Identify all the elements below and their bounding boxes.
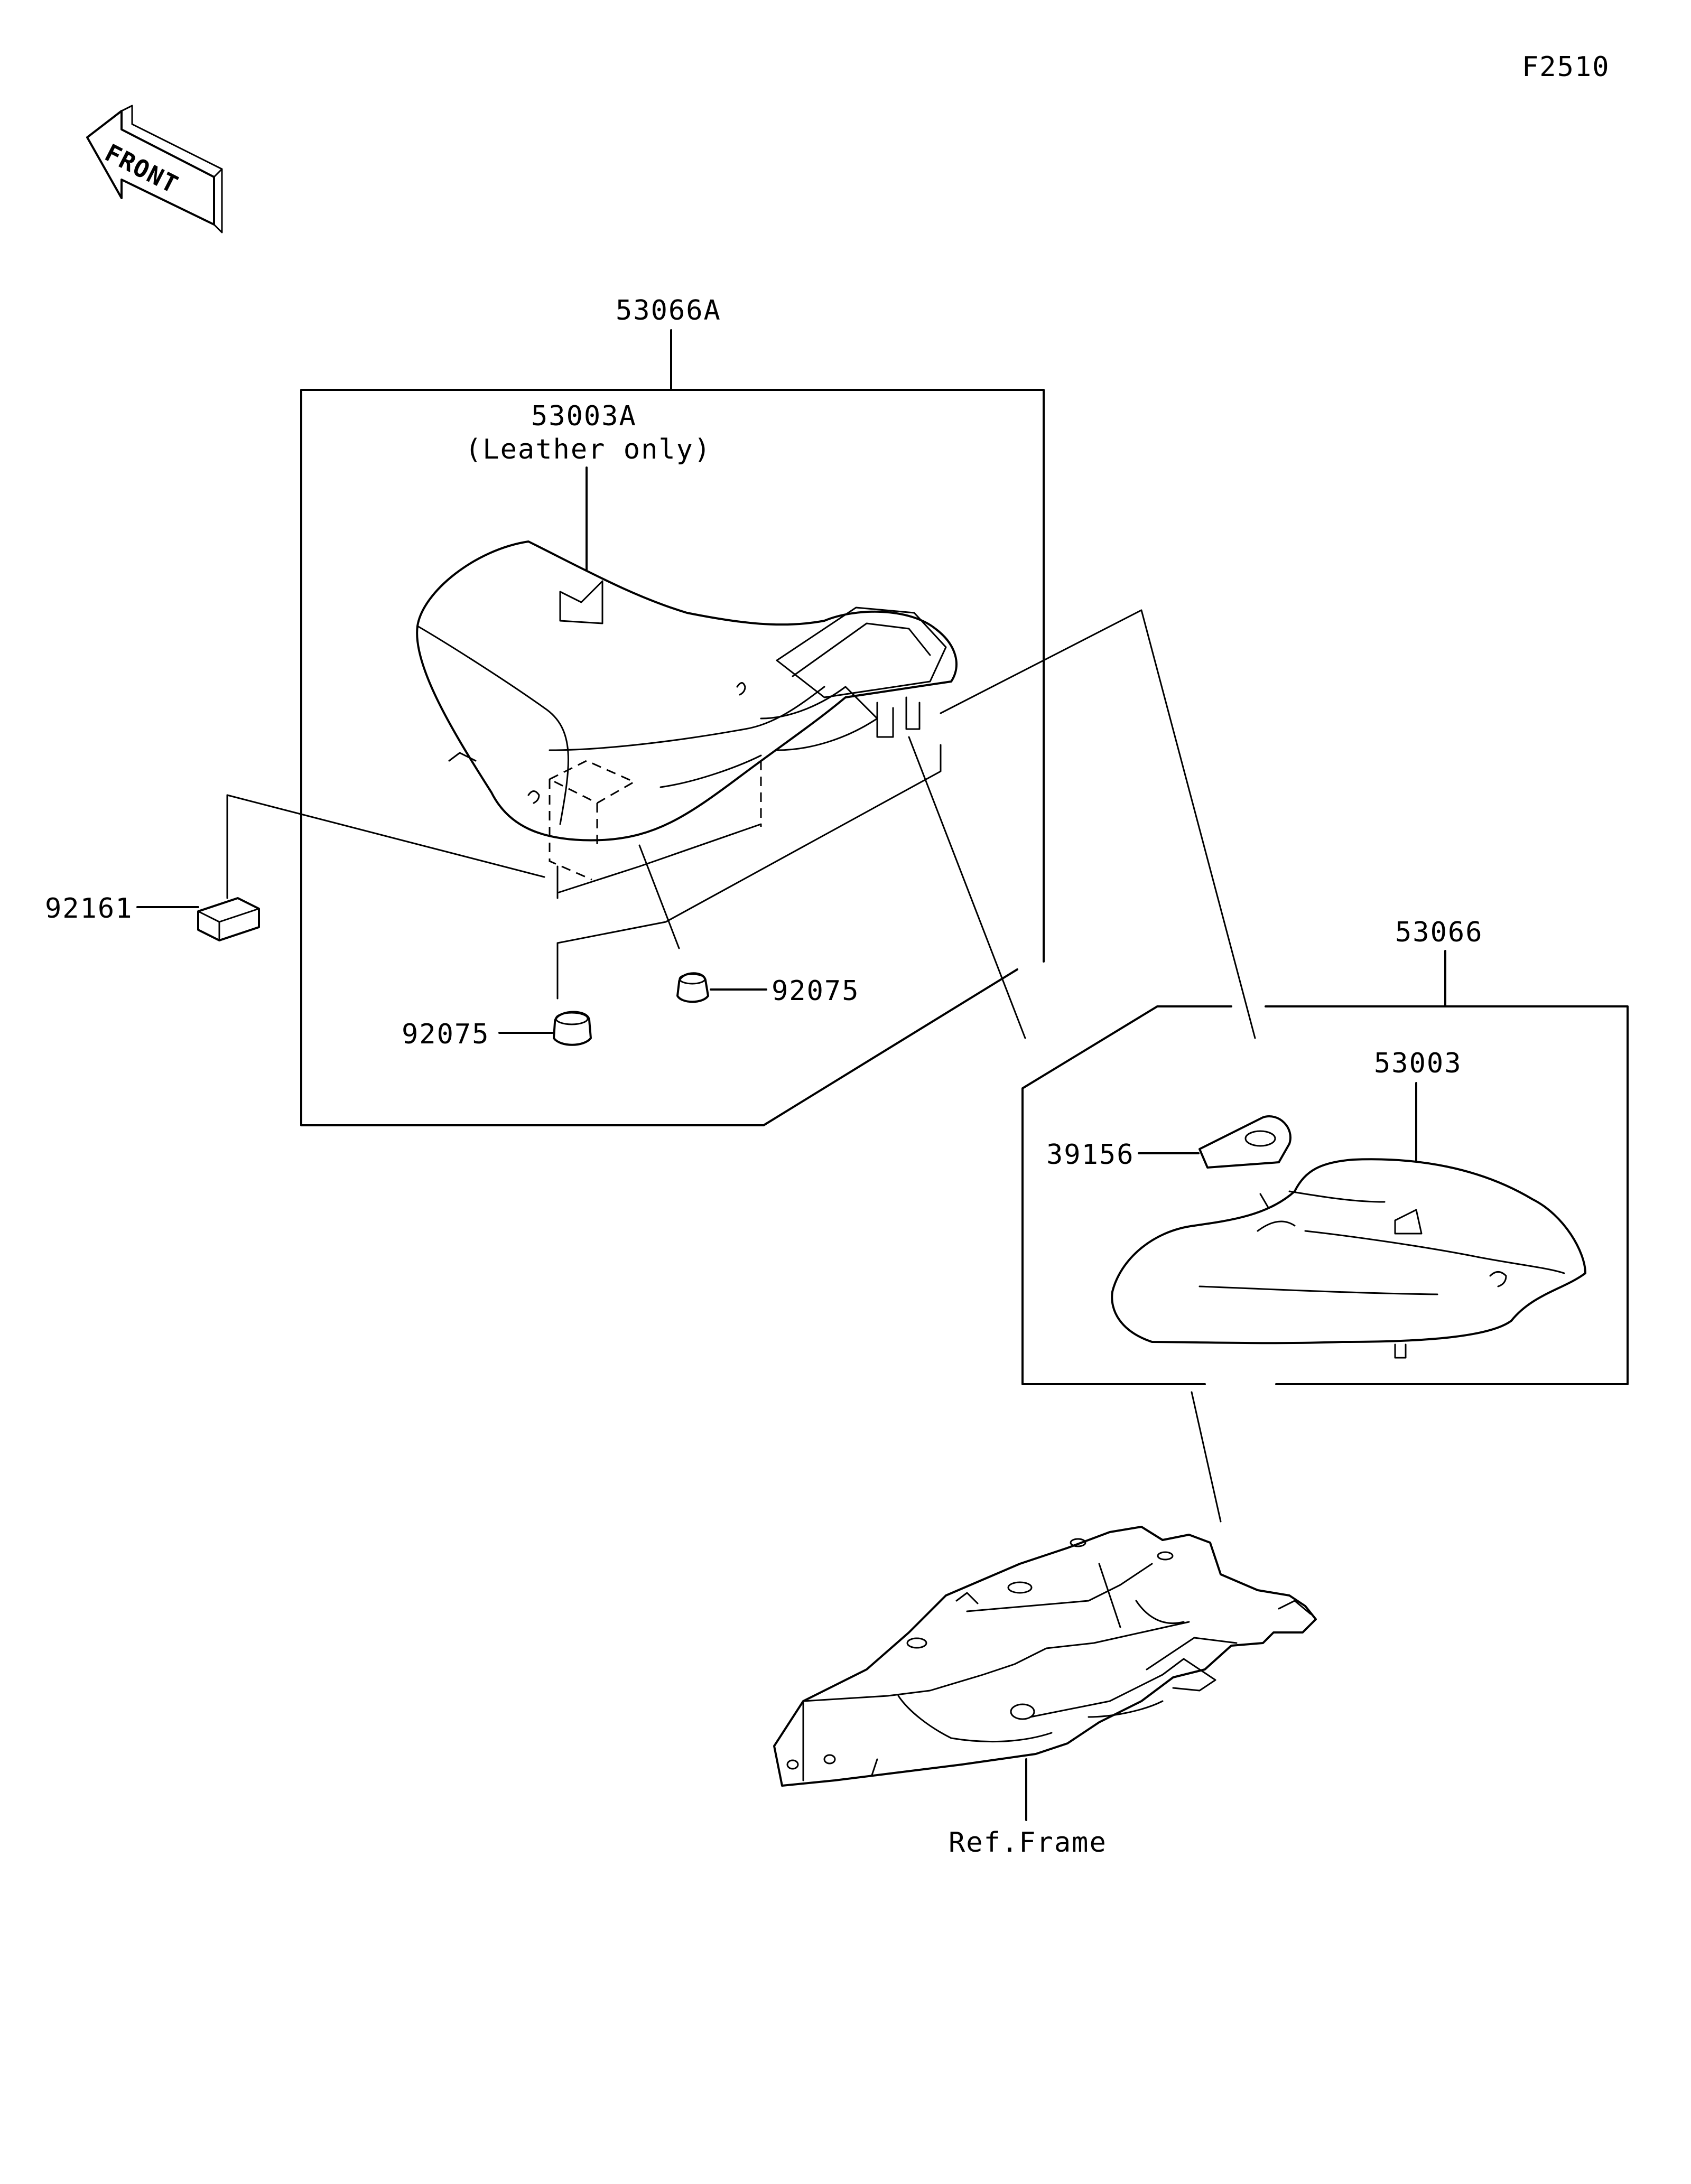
pad-39156 [1198,1115,1292,1169]
rider-seat [416,540,958,881]
callout-53066: 53066 [1395,917,1483,948]
rubber-92075-left [553,1011,592,1046]
rubber-92075-right [676,972,709,1003]
callout-92075-right: 92075 [772,975,860,1007]
callout-53003A: 53003A [531,400,637,432]
diagram-id-label: F2510 [1522,51,1610,83]
callout-39156-text: 39156 [1046,1139,1135,1171]
callout-53066A: 53066A [616,295,721,326]
damper-92161 [197,897,260,941]
callout-92161: 92161 [45,893,133,925]
callout-53003: 53003 [1374,1048,1462,1079]
callout-92075-left: 92075 [402,1019,490,1050]
front-arrow-icon: FRONT [86,105,223,234]
pillion-seat-assembly: 53066 39156 53003 [1021,917,1629,1523]
pillion-seat [1111,1158,1586,1359]
callout-53003A-note: (Leather only) [465,434,711,465]
callout-ref-frame: Ref.Frame [949,1827,1107,1859]
rear-frame [773,1526,1317,1787]
rider-seat-assembly: 53066A 53003A (Leather only) [45,295,1256,1126]
